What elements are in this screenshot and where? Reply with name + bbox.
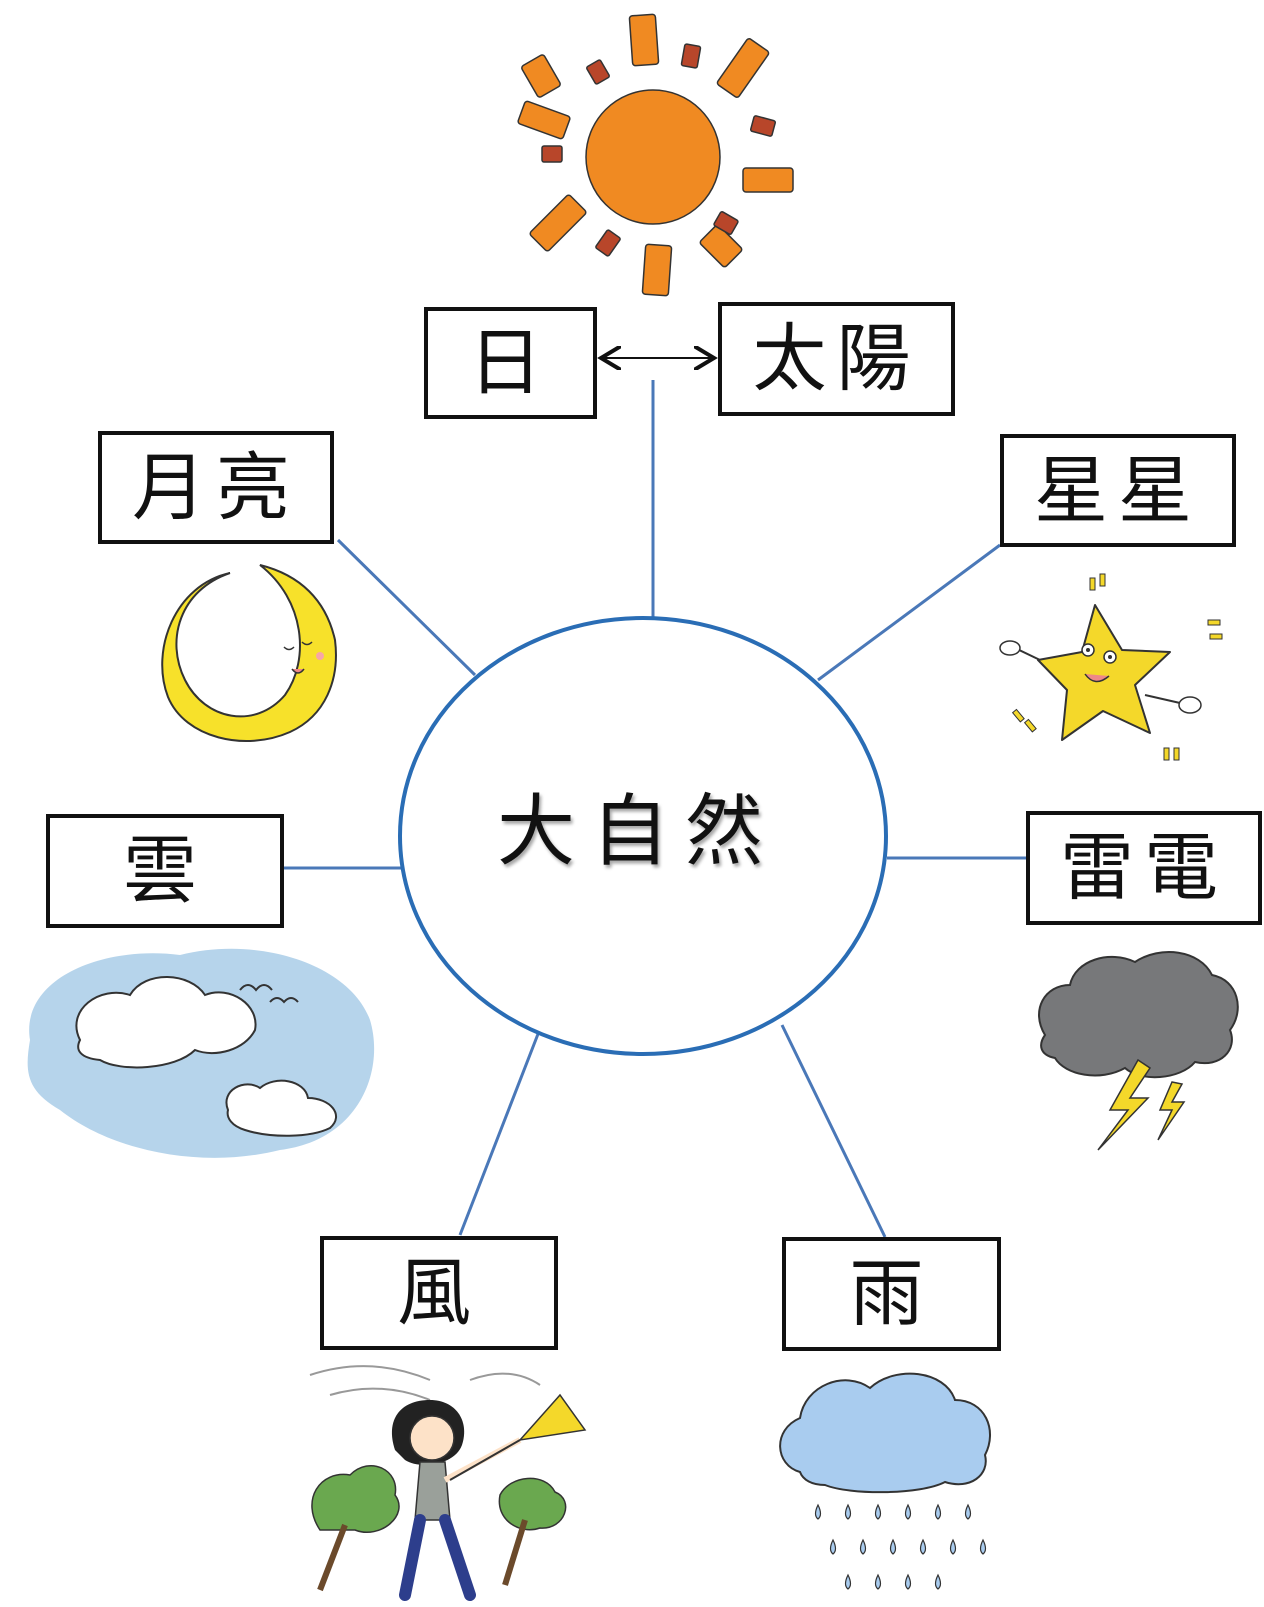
connector-moon — [336, 538, 477, 677]
node-cloud: 雲 — [46, 814, 284, 928]
node-sun-word: 太陽 — [718, 302, 955, 416]
node-wind: 風 — [320, 1236, 558, 1350]
node-rain: 雨 — [782, 1237, 1001, 1351]
thunder-cloud-icon — [1038, 951, 1239, 1151]
connector-wind — [458, 1033, 540, 1236]
cloud-icon — [27, 948, 375, 1158]
wind-person-icon — [309, 1365, 587, 1601]
center-label: 大自然 — [496, 787, 779, 877]
node-thunder: 雷電 — [1026, 811, 1262, 925]
connector-star — [817, 543, 1001, 682]
node-star: 星星 — [1000, 434, 1236, 547]
moon-icon — [161, 564, 337, 743]
sun-icon — [517, 13, 794, 297]
connectors — [284, 380, 1027, 1238]
connector-rain — [780, 1024, 887, 1238]
rain-cloud-icon — [779, 1372, 991, 1590]
node-sun-char: 日 — [424, 307, 597, 419]
star-icon — [999, 573, 1223, 761]
center-circle — [398, 616, 888, 1056]
node-moon: 月亮 — [98, 431, 334, 544]
